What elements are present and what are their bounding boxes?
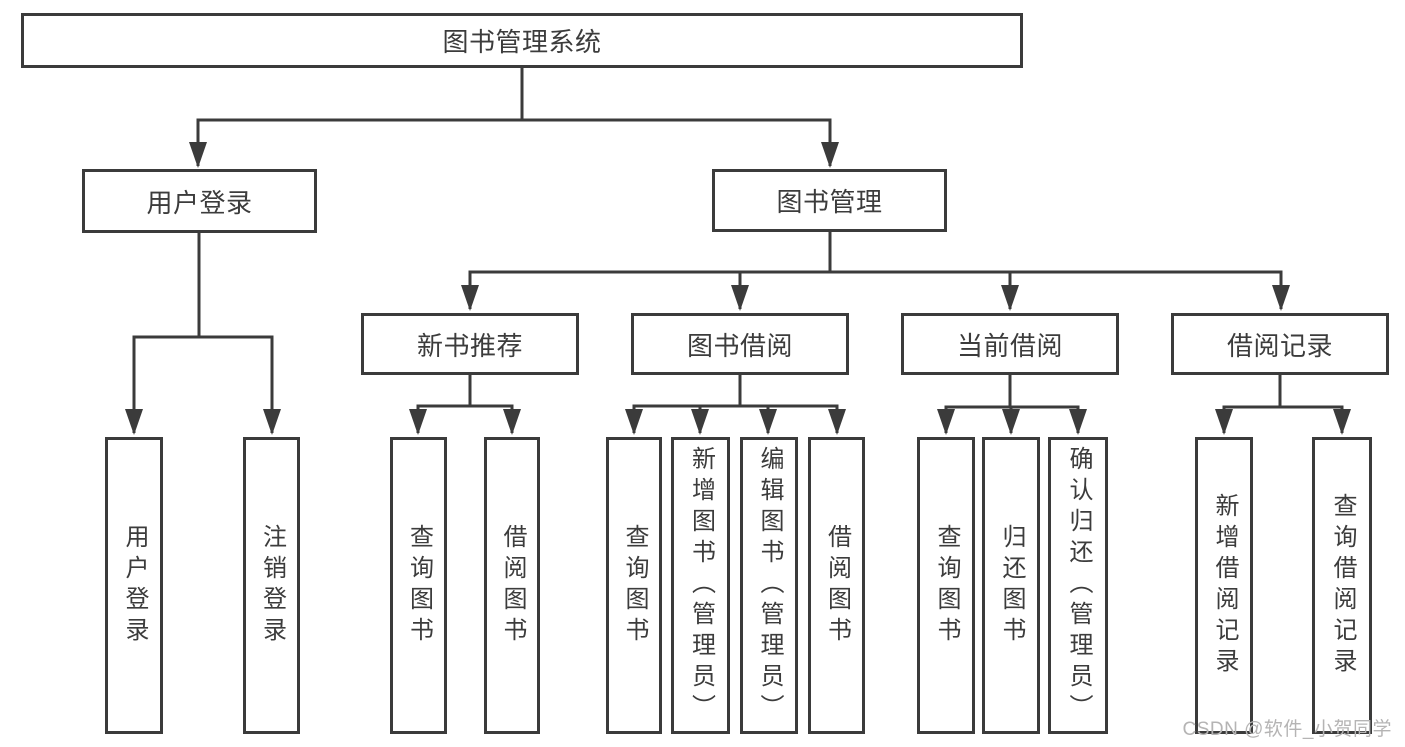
leaf-query-book-label-1: 查询图书 [405, 523, 433, 648]
leaf-query-book-label-3: 查询图书 [933, 523, 960, 648]
book-management-node-label: 图书管理 [776, 187, 883, 217]
current-borrow-node: 当前借阅 [901, 313, 1119, 375]
leaf-add-borrow-record-node: 新增借阅记录 [1195, 437, 1253, 734]
leaf-confirm-return-admin-node: 确认归还（管理员） [1048, 437, 1108, 734]
root-node-label: 图书管理系统 [442, 27, 602, 57]
leaf-add-book-admin-node: 新增图书（管理员） [671, 437, 730, 734]
user-login-node-label: 用户登录 [146, 187, 253, 218]
leaf-query-book-node-3: 查询图书 [917, 437, 975, 734]
leaf-logout-label: 注销登录 [258, 523, 286, 648]
leaf-borrow-book-label-1: 借阅图书 [499, 523, 526, 648]
book-management-node: 图书管理 [712, 169, 947, 232]
leaf-query-book-label-2: 查询图书 [621, 523, 648, 648]
leaf-logout-node: 注销登录 [243, 437, 300, 734]
leaf-return-book-node: 归还图书 [982, 437, 1040, 734]
leaf-confirm-return-admin-label: 确认归还（管理员） [1065, 446, 1092, 725]
leaf-borrow-book-label-2: 借阅图书 [823, 523, 851, 648]
book-borrow-label: 图书借阅 [686, 330, 793, 361]
leaf-edit-book-admin-label: 编辑图书（管理员） [756, 446, 783, 725]
leaf-query-borrow-record-node: 查询借阅记录 [1312, 437, 1372, 734]
leaf-add-borrow-record-label: 新增借阅记录 [1211, 492, 1238, 679]
leaf-user-login-label: 用户登录 [121, 523, 148, 648]
leaf-borrow-book-node-2: 借阅图书 [808, 437, 865, 734]
leaf-edit-book-admin-node: 编辑图书（管理员） [740, 437, 798, 734]
leaf-query-book-node-1: 查询图书 [390, 437, 447, 734]
borrow-record-label: 借阅记录 [1226, 330, 1333, 361]
leaf-user-login-node: 用户登录 [105, 437, 163, 734]
current-borrow-label: 当前借阅 [956, 330, 1063, 361]
new-book-recommend-node: 新书推荐 [361, 313, 579, 375]
borrow-record-node: 借阅记录 [1171, 313, 1389, 375]
new-book-recommend-label: 新书推荐 [416, 330, 523, 361]
csdn-watermark: CSDN @软件_小贺同学 [1182, 719, 1392, 740]
leaf-query-book-node-2: 查询图书 [606, 437, 662, 734]
book-borrow-node: 图书借阅 [631, 313, 849, 375]
root-node-library-management-system: 图书管理系统 [21, 13, 1023, 68]
user-login-node: 用户登录 [82, 169, 317, 233]
leaf-return-book-label: 归还图书 [998, 523, 1025, 648]
leaf-add-book-admin-label: 新增图书（管理员） [687, 446, 715, 725]
leaf-query-borrow-record-label: 查询借阅记录 [1329, 492, 1356, 679]
leaf-borrow-book-node-1: 借阅图书 [484, 437, 540, 734]
